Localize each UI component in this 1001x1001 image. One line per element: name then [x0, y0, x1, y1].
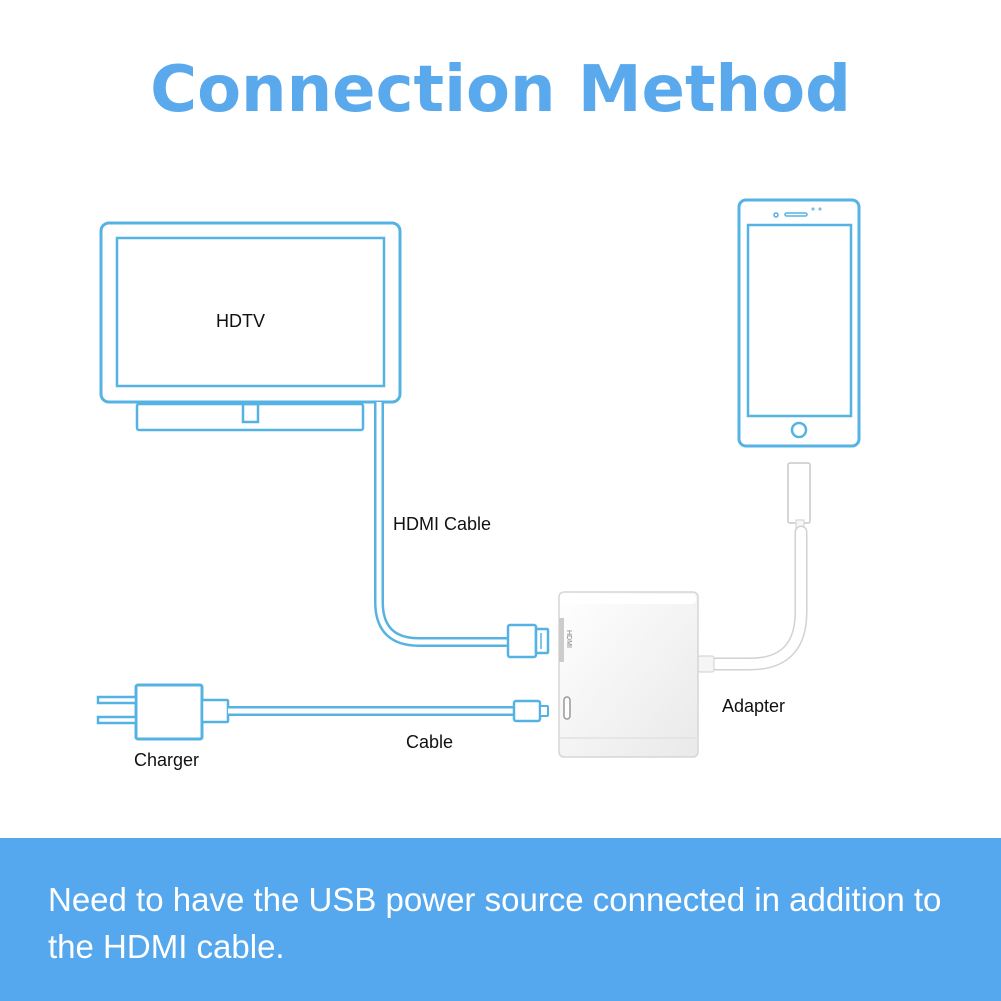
connection-diagram: HDTV HDMI Cable HDMI Adapter — [96, 198, 861, 770]
hdmi-port-label: HDMI — [565, 630, 572, 648]
smartphone-icon — [737, 198, 861, 448]
page-title: Connection Method — [150, 53, 851, 127]
tv-icon — [99, 221, 402, 432]
hdmi-adapter-icon: HDMI — [558, 591, 699, 758]
footer-banner — [0, 838, 1001, 1001]
wall-charger-icon — [96, 683, 230, 741]
cable-label: Cable — [406, 732, 453, 752]
charger-label: Charger — [134, 750, 199, 770]
hdmi-cable — [374, 402, 550, 659]
charging-cable — [228, 699, 549, 723]
hdmi-cable-label: HDMI Cable — [393, 514, 491, 534]
adapter-label: Adapter — [722, 696, 785, 716]
hdtv-label: HDTV — [216, 311, 265, 331]
adapter-lightning-cable — [693, 462, 811, 673]
footer-note: Need to have the USB power source connec… — [48, 881, 942, 965]
